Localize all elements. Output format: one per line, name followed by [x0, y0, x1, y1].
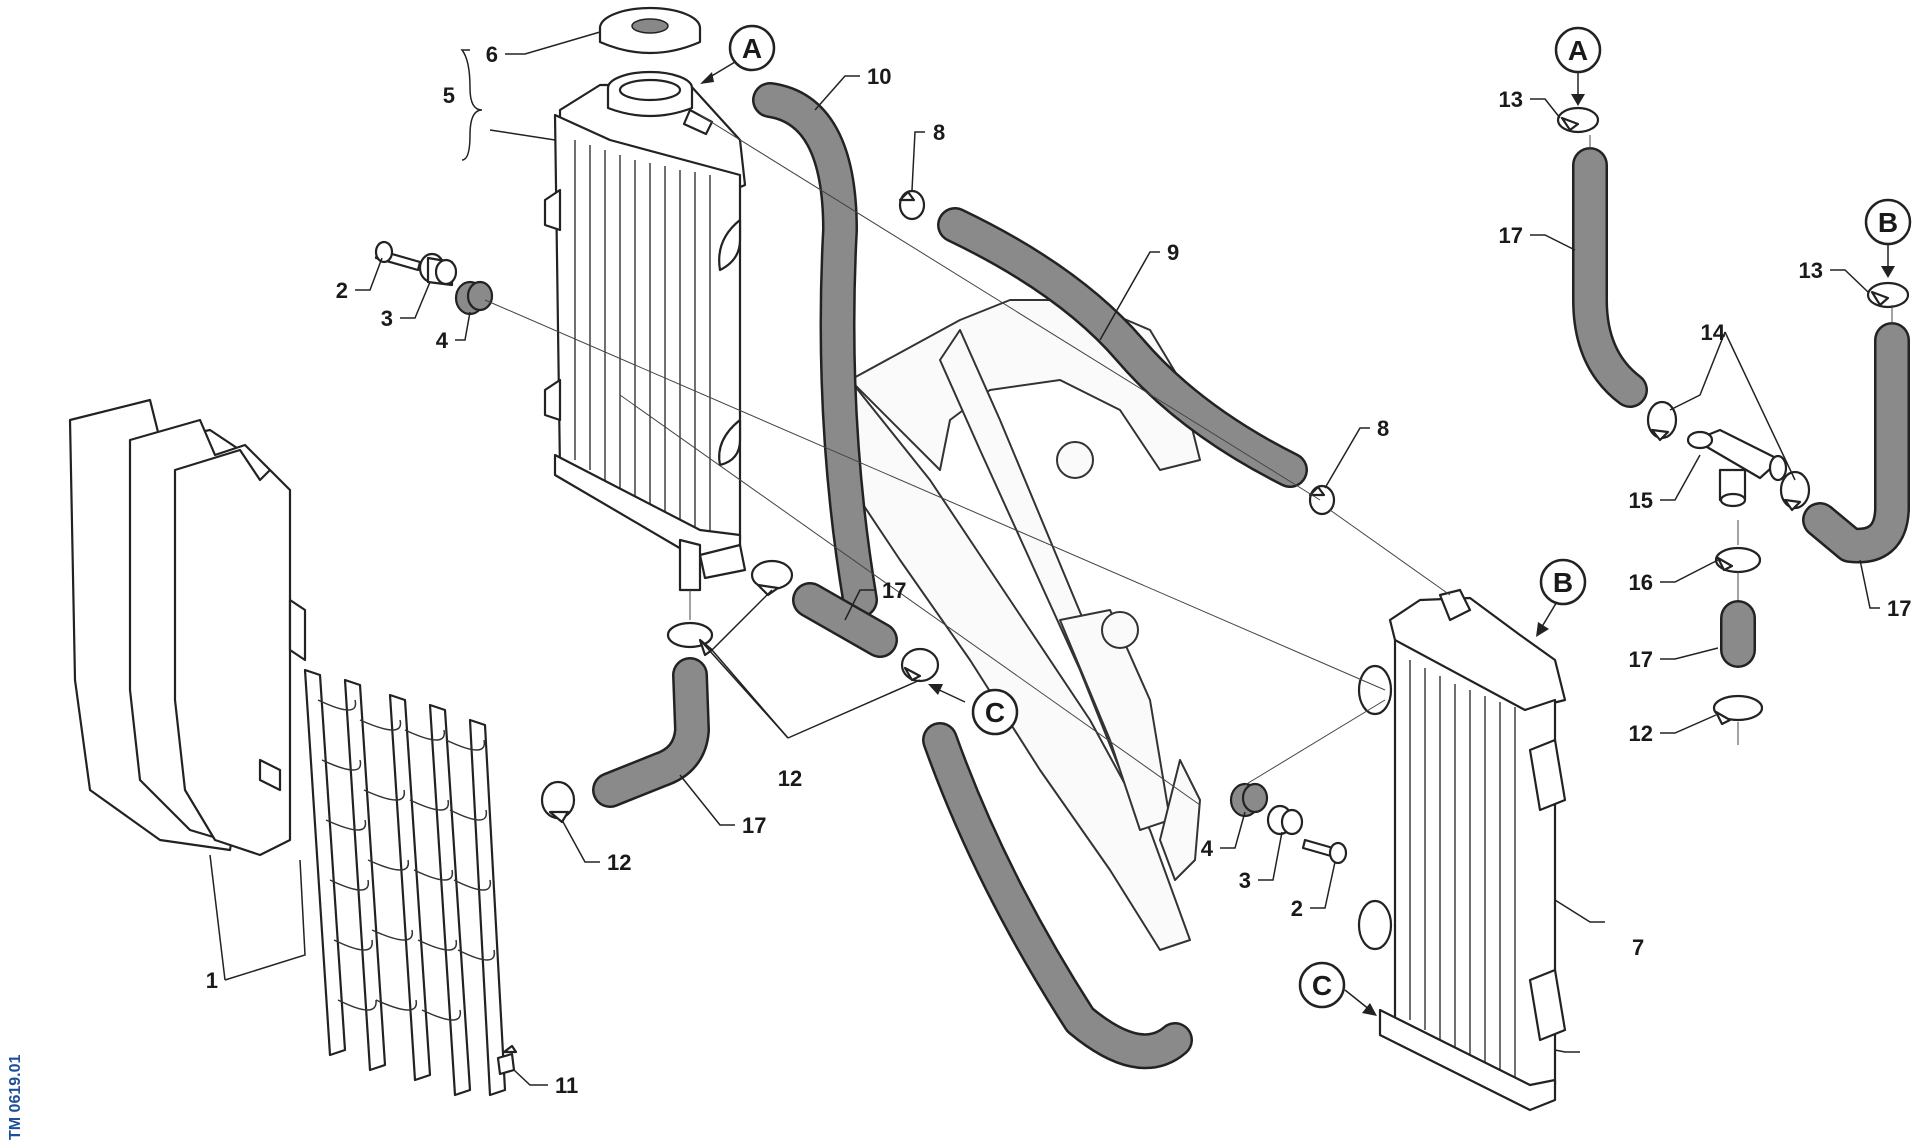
clamp-12-upper	[750, 559, 794, 597]
callout-9: 9	[1167, 240, 1179, 265]
bolt-2-left	[374, 240, 422, 272]
reference-code: TM 0619.01	[7, 1055, 24, 1140]
callout-10: 10	[867, 64, 891, 89]
overflow-hose-10	[752, 82, 1193, 1070]
callout-3-left: 3	[381, 306, 393, 331]
connector-a-top-left: A	[728, 24, 776, 72]
clamp-13-top	[1556, 106, 1600, 134]
callout-17-vertical: 17	[1629, 647, 1653, 672]
clamp-8-lower	[1308, 484, 1336, 516]
connector-b-right: B	[1864, 198, 1912, 246]
callout-17-far-right: 17	[1887, 596, 1911, 621]
callout-6: 6	[486, 42, 498, 67]
clamp-14-left	[1646, 400, 1678, 442]
tee-fitting-15	[1686, 428, 1788, 508]
clamp-14-right	[1779, 470, 1811, 512]
clamp-12-far-right	[1712, 694, 1764, 726]
callout-7: 7	[1632, 935, 1644, 960]
svg-text:A: A	[742, 33, 762, 64]
clamp-16	[1714, 546, 1762, 574]
radiator-shroud-1	[68, 398, 307, 857]
svg-text:B: B	[1878, 207, 1898, 238]
connector-arrows	[700, 61, 1895, 1016]
left-radiator-5	[543, 70, 747, 592]
callout-2-left: 2	[336, 278, 348, 303]
hose-17-far-right	[1802, 322, 1910, 564]
guide-lines	[484, 114, 1893, 806]
callout-12-far-right: 12	[1629, 721, 1653, 746]
clamp-12-lower	[540, 780, 576, 824]
callout-8-upper: 8	[933, 120, 945, 145]
callout-4-left: 4	[436, 328, 449, 353]
upper-hose-9	[937, 207, 1308, 488]
svg-text:B: B	[1553, 567, 1573, 598]
callout-14: 14	[1701, 320, 1726, 345]
radiator-grille-1	[303, 668, 507, 1097]
frame-outline	[839, 299, 1201, 951]
svg-text:C: C	[985, 697, 1005, 728]
clamp-13-mid	[1866, 281, 1910, 309]
washer-3-right	[1266, 804, 1304, 836]
leader-lines	[209, 31, 1880, 1086]
callout-4-right: 4	[1201, 836, 1214, 861]
bolt-2-right	[1301, 838, 1348, 865]
svg-text:A: A	[1568, 35, 1588, 66]
grommet-4-right	[1229, 782, 1269, 818]
callout-17-short-hose: 17	[882, 578, 906, 603]
connector-c-radiator: C	[1298, 961, 1346, 1009]
callout-17-elbow: 17	[742, 813, 766, 838]
callout-labels: 1 2 3 4 4 3 2 5 6 7 8 8 9 10 11 12 12 12…	[206, 42, 1912, 1098]
callout-13-top: 13	[1499, 87, 1523, 112]
callout-12-lower-left: 12	[607, 850, 631, 875]
washer-3-left	[418, 252, 458, 287]
hose-17-elbow-left	[592, 657, 710, 808]
callout-11: 11	[555, 1073, 578, 1098]
hose-17-upper-right	[1572, 147, 1648, 408]
svg-text:C: C	[1312, 970, 1332, 1001]
callout-12-middle: 12	[778, 766, 802, 791]
connector-c-middle: C	[971, 688, 1019, 736]
callout-15: 15	[1629, 488, 1653, 513]
callout-17-upper-right: 17	[1499, 223, 1523, 248]
clamp-12-right	[900, 647, 940, 683]
callout-1: 1	[206, 968, 218, 993]
connector-b-radiator: B	[1539, 558, 1587, 606]
callout-3-right: 3	[1239, 868, 1251, 893]
connector-a-top-right: A	[1554, 26, 1602, 74]
callout-16: 16	[1629, 570, 1653, 595]
clamp-12-mid	[666, 621, 714, 657]
callout-2-right: 2	[1291, 896, 1303, 921]
radiator-cap-6	[598, 6, 702, 55]
right-radiator-7	[1357, 588, 1567, 1112]
callout-5: 5	[443, 83, 455, 108]
callout-8-lower: 8	[1377, 416, 1389, 441]
grommet-4-left	[454, 280, 494, 316]
clamp-8-upper	[898, 189, 926, 221]
callout-13-mid: 13	[1799, 258, 1823, 283]
